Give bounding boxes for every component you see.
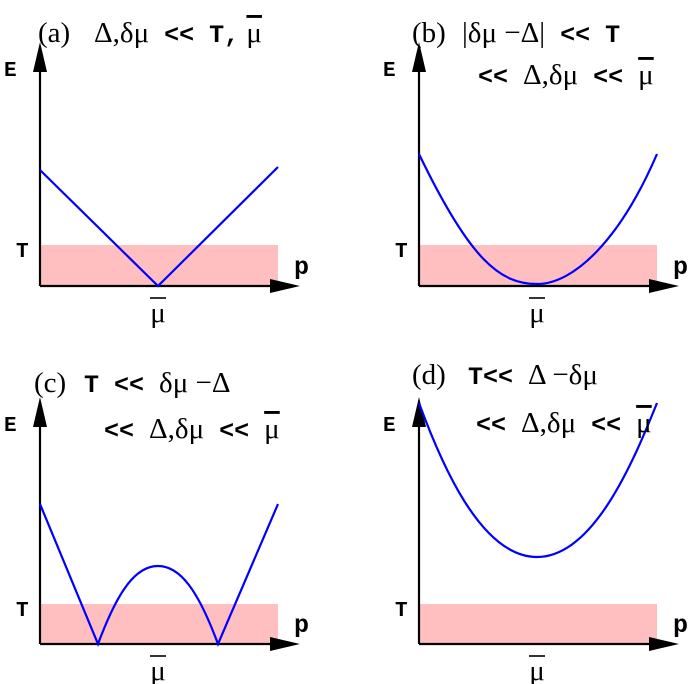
condition-line-2: << Δ,δμ << μ: [478, 59, 654, 92]
momentum-axis-label: p: [673, 253, 688, 282]
condition-line-1: T<< Δ −δμ: [468, 359, 598, 392]
panel-a: Ep Tμ (a) Δ,δμ << T, μ: [4, 17, 309, 329]
energy-axis-label: E: [4, 415, 17, 438]
dispersion-curve: [39, 166, 279, 288]
fermi-momentum-label: μ: [529, 297, 545, 329]
condition-segment: <<: [483, 363, 528, 392]
condition-segment: |δμ −Δ|: [462, 17, 545, 49]
condition-segment: <<: [149, 21, 209, 50]
energy-axis-arrowhead: [33, 42, 47, 72]
condition-segment: Δ,: [94, 17, 120, 49]
panel-label: (a): [38, 17, 70, 49]
temperature-label: T: [395, 600, 408, 623]
mu-bar-symbol: μ: [638, 59, 654, 91]
condition-line-2: << Δ,δμ << μ: [104, 413, 280, 446]
momentum-axis-label: p: [294, 253, 309, 282]
energy-axis-label: E: [383, 60, 396, 83]
condition-line-1: T << δμ −Δ: [84, 367, 231, 400]
condition-segment: T,: [209, 21, 239, 50]
momentum-axis-arrowhead: [649, 637, 679, 651]
condition-segment: <<: [476, 411, 521, 440]
energy-axis-label: E: [383, 415, 396, 438]
condition-segment: <<: [578, 63, 638, 92]
condition-segment: Δ −δμ: [528, 359, 598, 391]
fermi-momentum-label: μ: [150, 297, 166, 329]
condition-segment: Δ,δμ: [523, 59, 578, 91]
thermal-band: [419, 245, 657, 286]
dispersion-curve: [417, 402, 659, 559]
condition-segment: <<: [576, 411, 636, 440]
fermi-momentum-label: μ: [529, 655, 545, 684]
condition-segment: <<: [478, 63, 523, 92]
condition-segment: [239, 17, 246, 49]
condition-segment: <<: [104, 417, 149, 446]
mu-bar-symbol: μ: [636, 407, 652, 439]
thermal-band: [40, 245, 278, 286]
temperature-label: T: [395, 241, 408, 264]
momentum-axis-arrowhead: [270, 279, 300, 293]
mu-bar-symbol: μ: [264, 413, 280, 445]
temperature-label: T: [16, 600, 29, 623]
panel-label: (c): [34, 367, 66, 399]
energy-axis-arrowhead: [33, 397, 47, 427]
condition-segment: <<: [545, 21, 605, 50]
condition-segment: <<: [99, 371, 159, 400]
momentum-axis-label: p: [294, 611, 309, 640]
energy-axis-arrowhead: [412, 397, 426, 427]
energy-axis-arrowhead: [412, 42, 426, 72]
condition-line-1: Δ,δμ << T, μ: [94, 17, 262, 50]
condition-line-1: |δμ −Δ| << T: [462, 17, 620, 50]
fermi-momentum-label: μ: [150, 655, 166, 684]
condition-segment: <<: [204, 417, 264, 446]
temperature-label: T: [16, 241, 29, 264]
momentum-axis-arrowhead: [649, 279, 679, 293]
mu-bar-symbol: μ: [246, 17, 262, 49]
thermal-band: [419, 604, 657, 644]
momentum-axis-arrowhead: [270, 637, 300, 651]
energy-axis-label: E: [4, 60, 17, 83]
condition-segment: Δ,δμ: [149, 413, 204, 445]
condition-segment: δμ: [120, 17, 149, 49]
condition-segment: T: [468, 363, 483, 392]
panel-label: (d): [412, 359, 446, 391]
dispersion-curve: [418, 153, 659, 286]
dispersion-curve: [38, 503, 280, 648]
condition-line-2: << Δ,δμ << μ: [476, 407, 652, 440]
condition-segment: δμ −Δ: [159, 367, 230, 399]
panel-label: (b): [412, 17, 446, 49]
momentum-axis-label: p: [673, 611, 688, 640]
thermal-band: [40, 604, 278, 644]
condition-segment: Δ,δμ: [521, 407, 576, 439]
condition-segment: T: [605, 21, 620, 50]
condition-segment: T: [84, 371, 99, 400]
